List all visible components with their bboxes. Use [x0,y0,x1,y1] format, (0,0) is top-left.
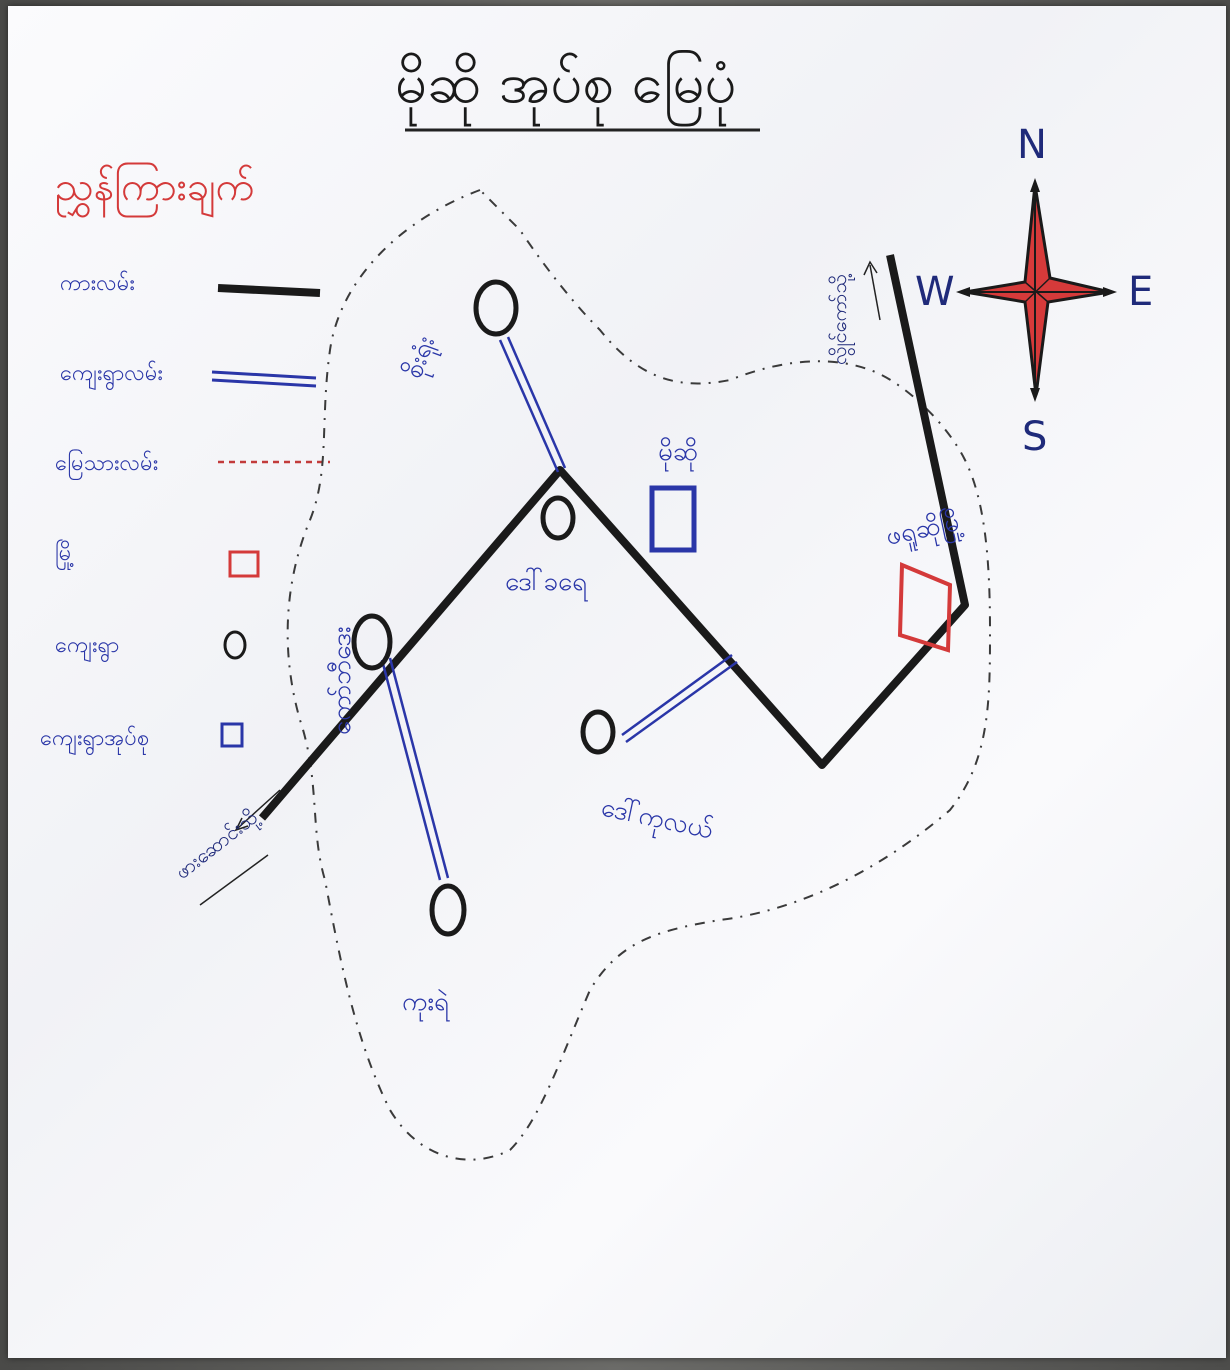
arrow-southwest [234,789,281,832]
legend-symbol-highway [217,284,321,297]
compass-s: S [1022,414,1047,460]
label-road-northeast: လွိုင်ကော်သို့ [827,274,855,365]
label-road-southwest: ဖားဆောင်းသို့ [170,805,264,887]
village-south [429,883,467,937]
map-title: မိုဆို အုပ်စု မြေပုံ [395,49,736,126]
legend-label-village: ကျေးရွာ [55,633,119,663]
footpath-north [498,336,567,473]
village-west [351,613,393,671]
village-center [540,495,576,541]
paper-sheet [8,6,1226,1358]
legend: ညွှန်ကြားချက် ကားလမ်း ကျေးရွာလမ်း မြေသား… [40,163,330,756]
highway-main [258,254,969,821]
village-south-center [580,709,616,755]
village-north [473,279,519,337]
legend-label-town: မြို့ [55,539,75,570]
town-square [897,562,953,653]
legend-symbol-footpath [211,370,317,388]
legend-label-highway: ကားလမ်း [60,270,135,296]
label-south-village: ကုးရဲ [402,987,451,1022]
legend-label-village-tract: ကျေးရွာအုပ်စု [40,725,149,756]
compass-rose: N S E W [915,122,1153,460]
compass-w: W [915,269,955,315]
village-tract-mosho [649,485,697,553]
legend-symbol-village [223,630,247,660]
legend-symbol-town [228,550,260,578]
compass-e: E [1128,269,1153,315]
legend-label-footpath: ကျေးရွာလမ်း [60,360,163,391]
compass-n: N [1017,122,1047,168]
underline-road-southwest [199,854,269,906]
footpath-southwest [380,657,450,881]
legend-symbol-village-tract [220,722,244,748]
arrow-northeast [863,260,881,321]
tract-boundary [286,188,992,1161]
footpath-southcenter [621,653,738,744]
label-west-village: ကော်ဘီဒေး [326,626,357,735]
legend-title: ညွှန်ကြားချက် [55,163,255,218]
label-north-village: စိုးရုံး [397,332,445,384]
legend-label-boundary: မြေသားလမ်း [55,449,158,480]
label-center-village: ဒေါ်ခရေ [505,566,589,602]
label-mosho: မိုဆို [658,436,698,472]
label-south-center-village: ဒေါ်ကုလယ် [598,792,717,851]
